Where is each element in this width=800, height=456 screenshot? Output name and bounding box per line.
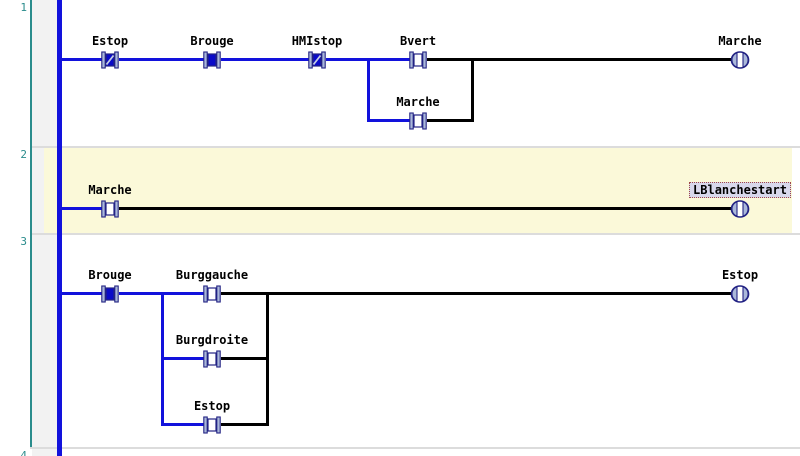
wire-powered (162, 423, 204, 426)
coil-marche[interactable] (730, 50, 750, 69)
element-label-text[interactable]: Bvert (399, 33, 437, 48)
coil-estop[interactable] (730, 284, 750, 303)
contact-marche[interactable] (409, 111, 427, 130)
label-brouge[interactable]: Brouge (40, 267, 180, 283)
label-marche[interactable]: Marche (40, 182, 180, 198)
label-lblanchestart[interactable]: LBlanchestart (670, 181, 800, 198)
label-brouge[interactable]: Brouge (142, 33, 282, 49)
element-label-text[interactable]: Estop (91, 33, 129, 48)
wire-unpowered (220, 357, 269, 360)
rung-number-column-line (30, 0, 32, 447)
label-hmistop[interactable]: HMIstop (247, 33, 387, 49)
rung-separator (30, 145, 800, 148)
contact-burggauche[interactable] (203, 284, 221, 303)
element-label-text[interactable]: Estop (721, 267, 759, 282)
label-bvert[interactable]: Bvert (348, 33, 488, 49)
wire-powered (118, 58, 204, 61)
contact-hmistop[interactable] (308, 50, 326, 69)
contact-bvert[interactable] (409, 50, 427, 69)
left-power-rail (57, 0, 62, 456)
wire-unpowered (426, 119, 474, 122)
wire-unpowered (220, 423, 269, 426)
contact-burgdroite[interactable] (203, 349, 221, 368)
element-label-text[interactable]: Estop (193, 398, 231, 413)
rung-number[interactable]: 2 (20, 148, 27, 161)
contact-estop[interactable] (203, 415, 221, 434)
element-label-text[interactable]: Marche (88, 182, 132, 197)
element-label-text[interactable]: HMIstop (291, 33, 343, 48)
rung-number[interactable]: 4 (20, 449, 27, 456)
wire-unpowered (118, 207, 731, 210)
wire-unpowered (220, 292, 731, 295)
label-estop[interactable]: Estop (670, 267, 800, 283)
wire-powered (368, 119, 410, 122)
wire-unpowered (426, 58, 731, 61)
element-label-text[interactable]: Burggauche (175, 267, 249, 282)
rung-separator (30, 446, 800, 449)
wire-unpowered (471, 58, 474, 122)
element-label-text[interactable]: LBlanchestart (689, 181, 791, 198)
label-burggauche[interactable]: Burggauche (142, 267, 282, 283)
wire-powered (220, 58, 309, 61)
label-estop[interactable]: Estop (40, 33, 180, 49)
label-estop[interactable]: Estop (142, 398, 282, 414)
rung-number[interactable]: 1 (20, 1, 27, 14)
wire-powered (162, 357, 204, 360)
element-label-text[interactable]: Burgdroite (175, 332, 249, 347)
rung-number[interactable]: 3 (20, 235, 27, 248)
wire-powered (62, 207, 102, 210)
wire-powered (62, 58, 102, 61)
label-marche[interactable]: Marche (348, 94, 488, 110)
contact-estop[interactable] (101, 50, 119, 69)
rung-separator (30, 232, 800, 235)
element-label-text[interactable]: Marche (718, 33, 762, 48)
contact-brouge[interactable] (203, 50, 221, 69)
wire-powered (366, 58, 370, 122)
contact-brouge[interactable] (101, 284, 119, 303)
label-burgdroite[interactable]: Burgdroite (142, 332, 282, 348)
selected-rung-highlight (44, 147, 792, 233)
element-label-text[interactable]: Brouge (190, 33, 234, 48)
element-label-text[interactable]: Marche (396, 94, 440, 109)
contact-marche[interactable] (101, 199, 119, 218)
label-marche[interactable]: Marche (670, 33, 800, 49)
element-label-text[interactable]: Brouge (88, 267, 132, 282)
wire-powered (62, 292, 102, 295)
coil-lblanchestart[interactable] (730, 199, 750, 218)
